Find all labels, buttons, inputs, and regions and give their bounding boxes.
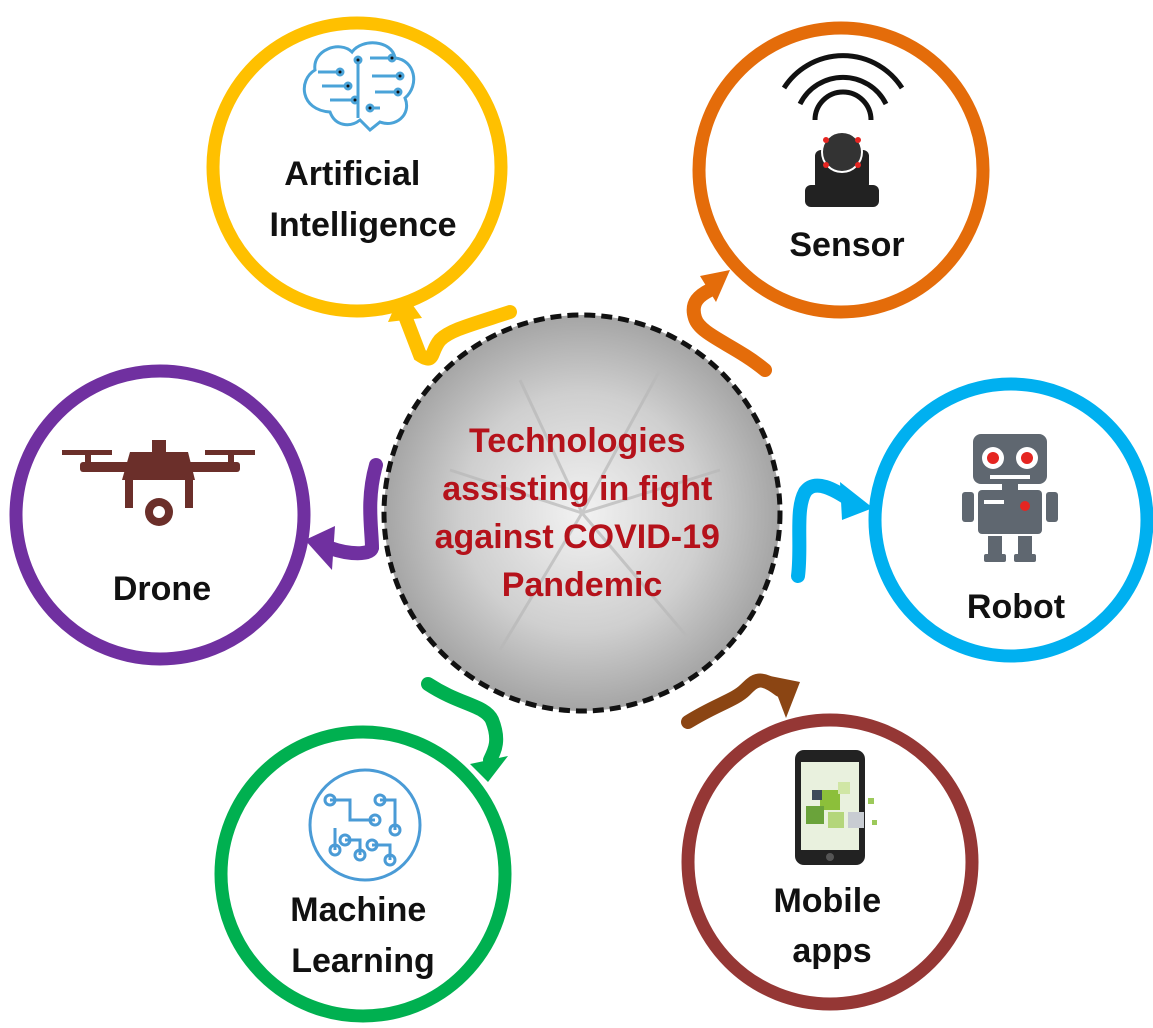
node-robot: Robot xyxy=(868,377,1153,663)
node-label: Machine Learning xyxy=(290,891,436,980)
wireless-sensor-icon xyxy=(781,53,905,207)
node-mobile-apps: Mobile apps xyxy=(681,713,979,1011)
node-label: Sensor xyxy=(789,226,904,264)
neural-circuit-icon xyxy=(308,768,422,882)
node-drone: Drone xyxy=(9,364,311,666)
node-ring xyxy=(214,725,512,1023)
node-artificial-intelligence: Artificial Intelligence xyxy=(206,16,508,318)
node-label: Robot xyxy=(967,588,1065,626)
node-machine-learning: Machine Learning xyxy=(214,725,512,1023)
center-title: Technologies assisting in fight against … xyxy=(435,422,730,604)
drone-icon xyxy=(62,440,255,526)
virus-spikes xyxy=(449,369,721,651)
node-label: Artificial Intelligence xyxy=(269,155,456,244)
node-label: Mobile apps xyxy=(773,882,890,970)
arrow-to-drone xyxy=(305,458,383,570)
node-sensor: Sensor xyxy=(692,21,990,319)
center-hub: Technologies assisting in fight against … xyxy=(381,312,783,714)
node-label: Drone xyxy=(113,570,211,608)
center-dashed-border xyxy=(381,312,783,714)
arrow-to-robot xyxy=(791,478,873,583)
arrow-to-sensor xyxy=(686,270,772,377)
node-ring xyxy=(206,16,508,318)
smartphone-icon xyxy=(795,750,877,865)
arrow-to-ml xyxy=(421,677,508,782)
robot-icon xyxy=(962,434,1058,562)
brain-circuit-icon xyxy=(302,41,416,133)
arrow-to-mobile xyxy=(681,673,800,729)
